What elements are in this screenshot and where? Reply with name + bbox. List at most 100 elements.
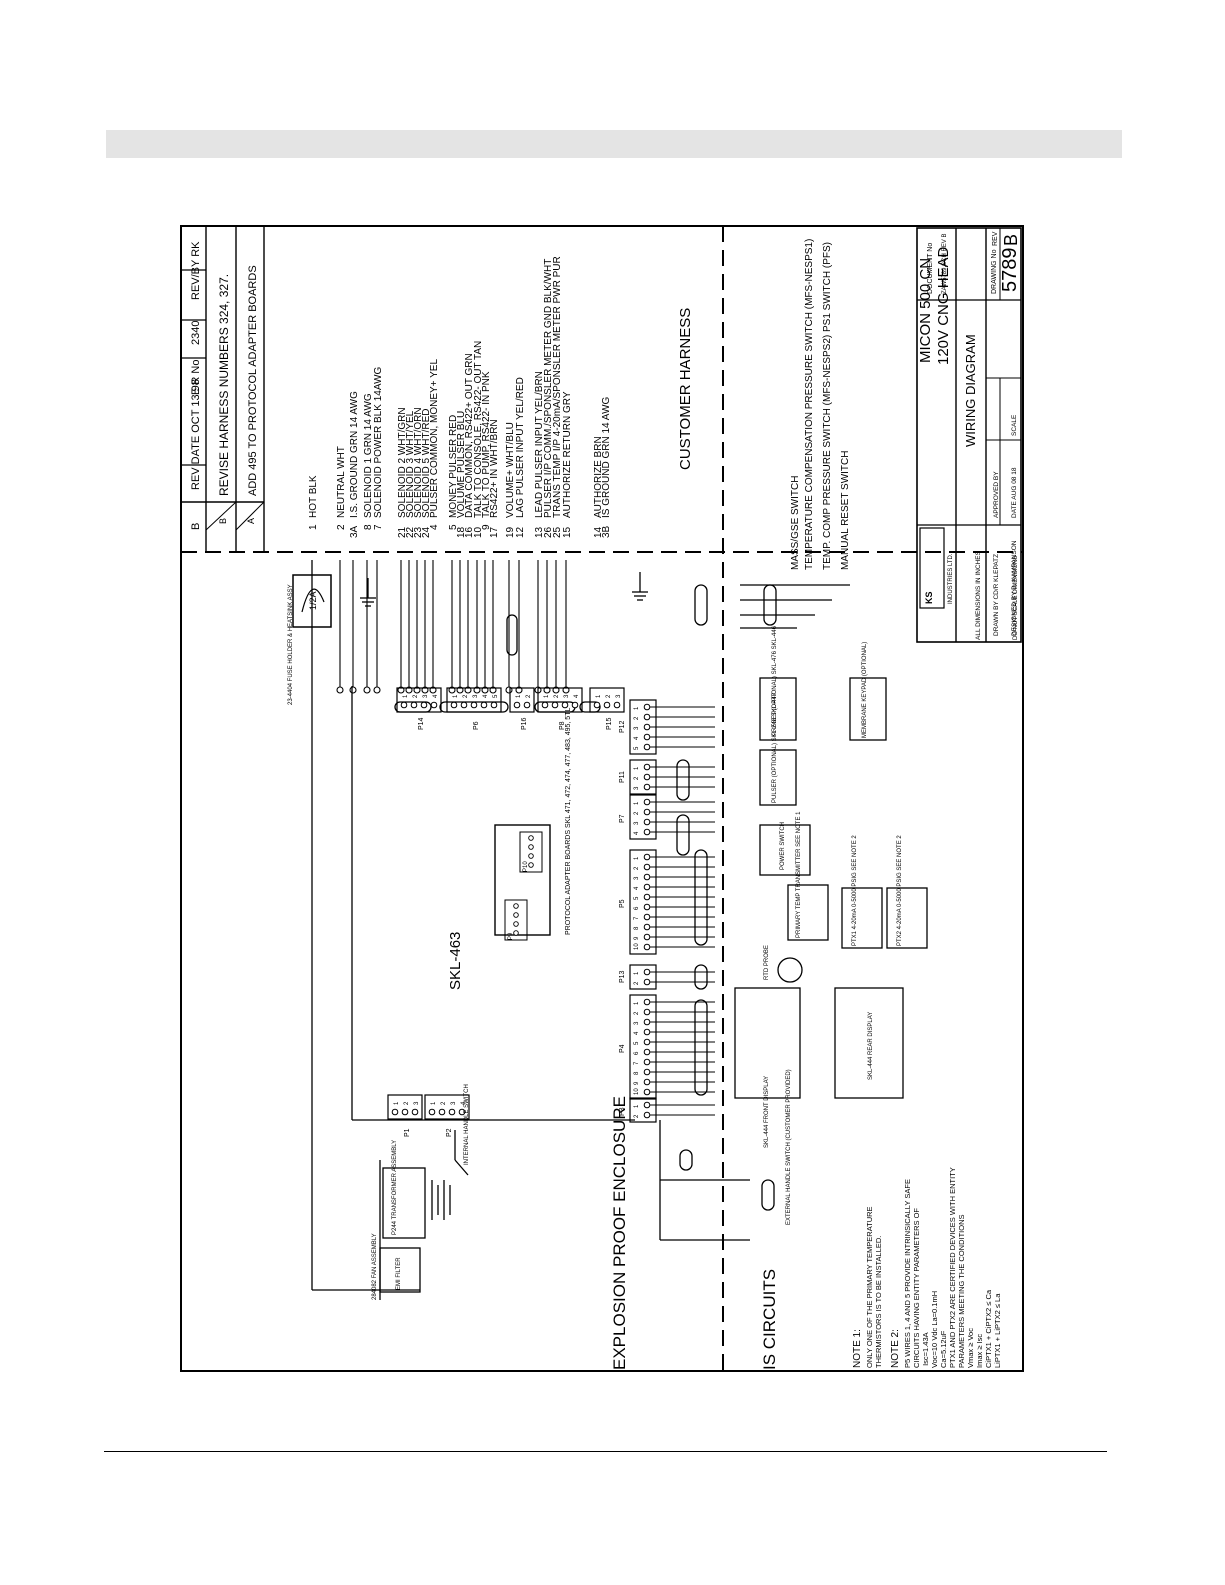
header-band bbox=[106, 130, 1122, 158]
connector-pin bbox=[643, 863, 651, 871]
rev-row-b-id: B bbox=[218, 518, 228, 524]
connector-pin bbox=[448, 1108, 456, 1116]
terminal-label: SOLENOID 3 WHT/YEL bbox=[405, 410, 416, 518]
rev-header-er: E R No bbox=[190, 360, 202, 395]
connector-label: P15 bbox=[606, 717, 613, 730]
pin-number: 4 bbox=[634, 736, 640, 740]
terminal-label: LAG PULSER INPUT YEL/RED bbox=[515, 377, 526, 518]
connector-label: P12 bbox=[619, 720, 626, 733]
terminal-number: 14 bbox=[593, 526, 604, 538]
preset-label: PRESET (OPTIONAL) SKL-476 SKL-446 bbox=[772, 625, 778, 736]
pin-number: 1 bbox=[453, 694, 459, 698]
terminal-number: 21 bbox=[397, 526, 408, 538]
primary-temp-label: PRIMARY TEMP TRANSMITTER SEE NOTE 1 bbox=[796, 811, 802, 938]
external-switch-label: EXTERNAL HANDLE SWITCH (CUSTOMER PROVIDE… bbox=[786, 1069, 792, 1225]
ptx1-label: PTX1 4-20mA 0-5000 PSIG SEE NOTE 2 bbox=[852, 835, 858, 946]
pin-number: 3 bbox=[414, 1101, 420, 1105]
pin-number: 4 bbox=[634, 1031, 640, 1035]
connector-pin bbox=[551, 701, 559, 709]
pin-number: 2 bbox=[463, 694, 469, 698]
pin-number: 4 bbox=[461, 1101, 467, 1105]
pin-number: 8 bbox=[634, 1071, 640, 1075]
front-display-label: SKL-444 FRONT DISPLAY bbox=[764, 1076, 770, 1148]
connector-pin bbox=[391, 1108, 399, 1116]
pin-number: 2 bbox=[634, 866, 640, 870]
drawing-no-label: DRAWING No bbox=[991, 249, 998, 294]
pin-number: 2 bbox=[634, 776, 640, 780]
pin-number: 1 bbox=[403, 694, 409, 698]
pin-number: 2 bbox=[441, 1101, 447, 1105]
terminal-number: 5 bbox=[448, 524, 459, 530]
connector-pin bbox=[458, 1108, 466, 1116]
connector-label: P16 bbox=[521, 717, 528, 730]
connector-label: P4 bbox=[619, 1044, 626, 1053]
terminal-number: 22 bbox=[405, 526, 416, 538]
pin-number: 5 bbox=[634, 1041, 640, 1045]
rev-header-b: B bbox=[190, 523, 202, 530]
note2-title: NOTE 2: bbox=[890, 1329, 901, 1368]
terminal-label: I.S. GROUND GRN 14 AWG bbox=[349, 391, 360, 518]
connector-pin bbox=[430, 701, 438, 709]
pin-number: 6 bbox=[634, 1051, 640, 1055]
connector-pin bbox=[643, 1028, 651, 1036]
pin-number: 2 bbox=[634, 1011, 640, 1015]
connector-pin bbox=[643, 978, 651, 986]
main-board-label: SKL-463 bbox=[447, 932, 464, 990]
connector-label: P6 bbox=[473, 721, 480, 730]
terminal-number: 17 bbox=[489, 526, 500, 538]
terminal-label: SOLENOID 1 GRN 14 AWG bbox=[363, 393, 374, 518]
pin-number: 2 bbox=[634, 716, 640, 720]
svg-text:P10: P10 bbox=[523, 861, 529, 872]
connector-pin bbox=[480, 701, 488, 709]
terminal-number: 8 bbox=[363, 524, 374, 530]
fan-label: 284082 FAN ASSEMBLY bbox=[372, 1233, 378, 1300]
terminal-number: 4 bbox=[429, 524, 440, 530]
note1-text: ONLY ONE OF THE PRIMARY TEMPERATURETHERM… bbox=[865, 1206, 883, 1368]
adapter-boards-label: PROTOCOL ADAPTER BOARDS SKL 471, 472, 47… bbox=[565, 708, 572, 935]
connector-pin bbox=[643, 903, 651, 911]
connector-p10: P10 bbox=[519, 831, 543, 873]
connector-pin bbox=[428, 1108, 436, 1116]
connector-pin bbox=[523, 701, 531, 709]
connector-pin bbox=[643, 1101, 651, 1109]
drawn-by: DRAWN BY CD/R KLEPATZ bbox=[993, 554, 1000, 636]
fuse-holder-label: 23-4404 FUSE HOLDER & HEATSINK ASSY bbox=[288, 584, 294, 705]
pin-number: 1 bbox=[516, 694, 522, 698]
terminal-label: VOLUME PULSER BLU bbox=[456, 411, 467, 518]
connector-pin bbox=[613, 701, 621, 709]
rear-display-label: SKL-444 REAR DISPLAY bbox=[868, 1012, 874, 1080]
terminal-label: LEAD PULSER INPUT YEL/BRN bbox=[534, 371, 545, 518]
pin-number: 1 bbox=[394, 1101, 400, 1105]
terminal-number: 7 bbox=[373, 524, 384, 530]
pin-number: 1 bbox=[634, 801, 640, 805]
terminal-label: SOLENOID 5 WHT/RED bbox=[421, 409, 432, 518]
terminal-number: 23 bbox=[413, 526, 424, 538]
doc-no-label: DOCUMENT No bbox=[927, 243, 934, 294]
connector-pin bbox=[643, 1111, 651, 1119]
terminal-label: DATA COMMON, RS422+ OUT GRN bbox=[464, 353, 475, 518]
connector-pin bbox=[438, 1108, 446, 1116]
transformer-label: P244 TRANSFORMER ASSEMBLY bbox=[392, 1140, 398, 1235]
terminal-label: SOLENOID 4 WHT/ORN bbox=[413, 407, 424, 518]
note1-title: NOTE 1: bbox=[852, 1329, 863, 1368]
pin-number: 9 bbox=[634, 1081, 640, 1085]
connector-pin bbox=[643, 818, 651, 826]
fuse-rating: 1/2A bbox=[308, 591, 318, 610]
connector-pin bbox=[400, 701, 408, 709]
pin-number: 5 bbox=[493, 694, 499, 698]
pin-number: 10 bbox=[634, 1088, 640, 1095]
pin-number: 1 bbox=[634, 1104, 640, 1108]
